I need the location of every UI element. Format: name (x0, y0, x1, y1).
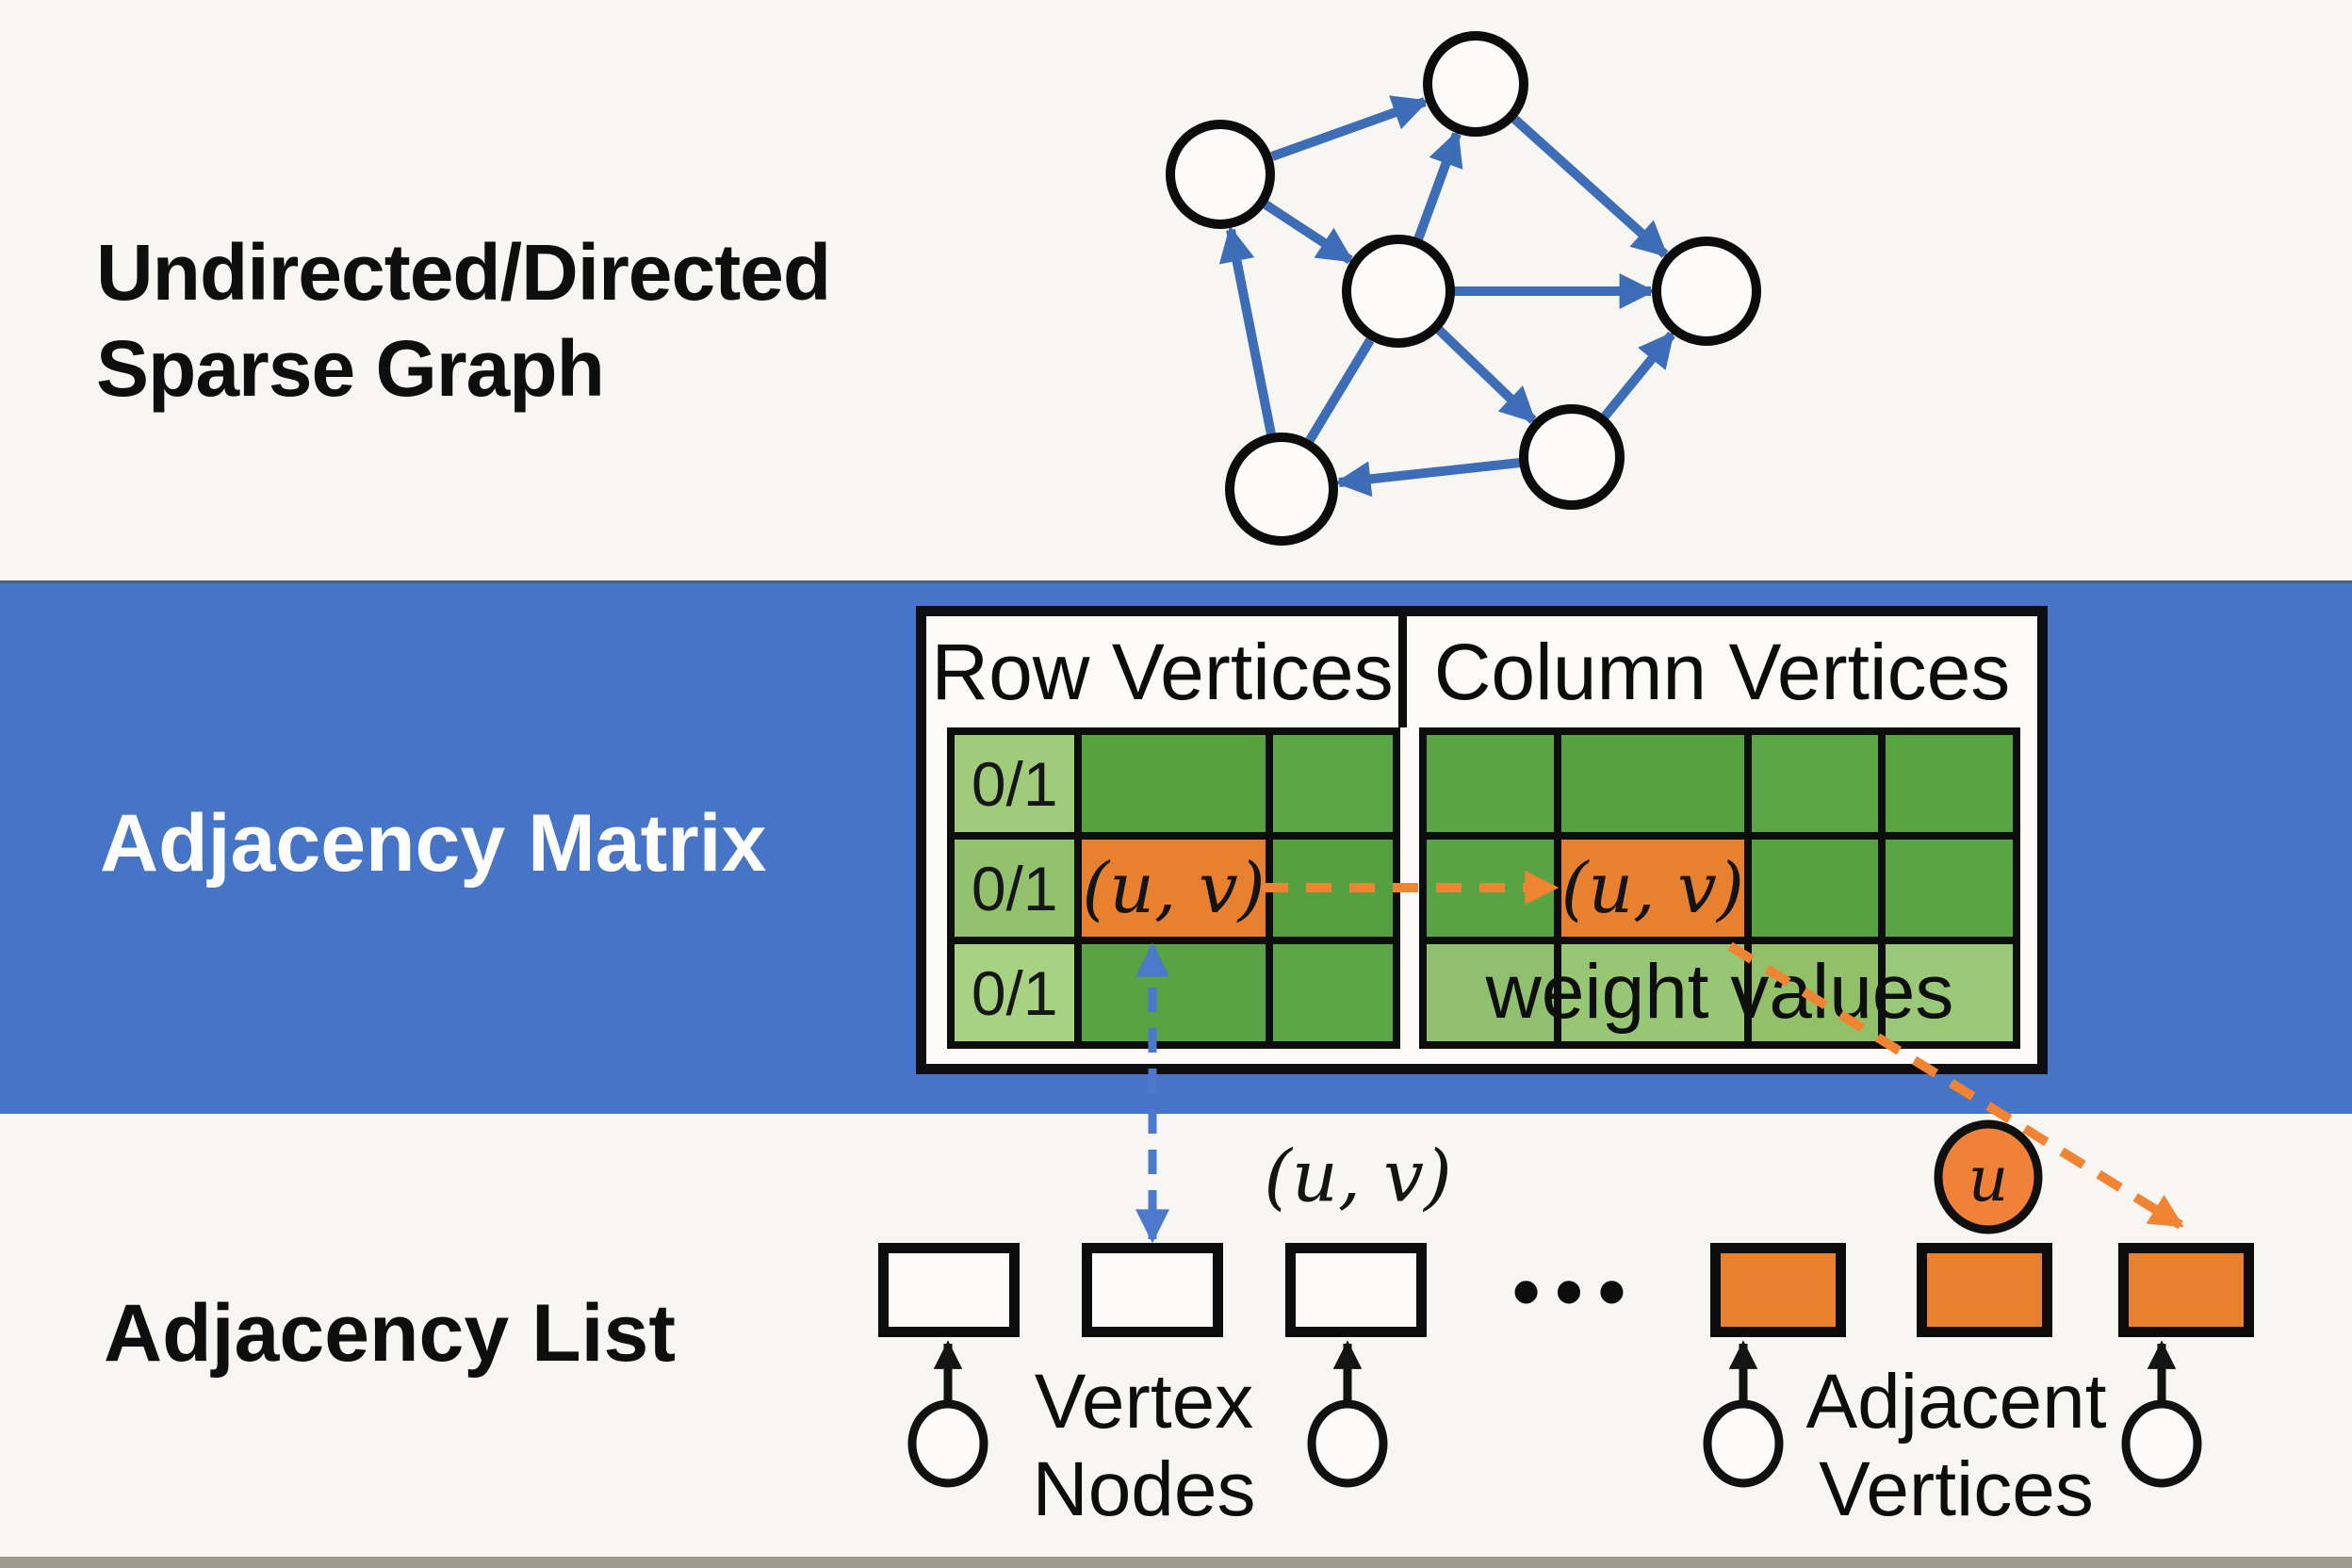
matrix-cell (1272, 735, 1393, 832)
matrix-cell (1886, 840, 2013, 937)
matrix-cell (1427, 840, 1554, 937)
graph-edge-arrow (1413, 129, 1463, 241)
matrix-cell-edge-uv-right: (u, v) (1560, 840, 1744, 937)
graph-node (1423, 31, 1528, 137)
matrix-cell (1751, 735, 1879, 832)
graph-edge-arrow (1270, 95, 1429, 161)
matrix-cell (1751, 840, 1879, 937)
matrix-cell-flag: 0/1 (955, 735, 1075, 832)
graph-node (1225, 433, 1338, 546)
vertex-node-box-2 (1082, 1243, 1223, 1337)
matrix-cell-weight (1427, 944, 1554, 1041)
matrix-cell-flag: 0/1 (955, 840, 1075, 937)
edge-uv-label: (u, v) (1264, 1134, 1452, 1218)
matrix-cell-flag: 0/1 (955, 944, 1075, 1041)
vertex-nodes-label: Vertex Nodes (1032, 1359, 1255, 1533)
graph-node (1166, 120, 1275, 229)
graph-edges (1218, 95, 1675, 498)
graph-edge-undirected (1305, 337, 1375, 443)
pointer-circle (907, 1399, 988, 1488)
adjacent-vertices-line-2: Vertices (1819, 1446, 2094, 1532)
matrix-cell (1082, 735, 1266, 832)
section-title-sparse-graph: Undirected/Directed Sparse Graph (96, 224, 831, 417)
adjacent-vertices-label: Adjacent Vertices (1805, 1359, 2106, 1533)
vertex-node-box-3 (1285, 1243, 1427, 1337)
vertex-nodes-line-2: Nodes (1032, 1446, 1256, 1532)
matrix-cell (1272, 944, 1393, 1041)
title-line-2: Sparse Graph (96, 324, 605, 414)
title-line-1: Undirected/Directed (96, 228, 831, 317)
graph-edge-arrow (1263, 200, 1354, 265)
graph-node (1519, 404, 1625, 510)
pointer-circle (1703, 1399, 1784, 1488)
matrix-header-divider (1398, 616, 1407, 727)
adjacent-vertices-line-1: Adjacent (1805, 1359, 2107, 1445)
matrix-cell (1082, 944, 1266, 1041)
pointer-circle (1307, 1399, 1388, 1488)
adjacency-matrix-table: Row Vertices Column Vertices 0/1 0/1 (u,… (916, 606, 2048, 1074)
u-vertex-label: u (1968, 1143, 2009, 1216)
vertex-nodes-line-1: Vertex (1034, 1359, 1254, 1445)
vertex-node-box-1 (878, 1243, 1020, 1337)
graph-node (1342, 235, 1455, 348)
matrix-cell (1886, 735, 2013, 832)
matrix-header-row-vertices: Row Vertices (931, 627, 1394, 716)
matrix-cell-weight (1560, 944, 1744, 1041)
matrix-cell (1272, 840, 1393, 937)
adjacent-vertex-box-1 (1710, 1243, 1846, 1337)
graph-edge-arrow (1435, 326, 1537, 424)
adjacent-vertex-box-3 (2118, 1243, 2254, 1337)
matrix-cell (1560, 735, 1744, 832)
graph-edge-arrow (1601, 331, 1675, 420)
graph-edge-arrow (1334, 458, 1521, 498)
pointer-circle (2121, 1399, 2202, 1488)
matrix-header-column-vertices: Column Vertices (1433, 627, 2011, 716)
adjacent-vertex-box-2 (1917, 1243, 2052, 1337)
row-vertices-grid: 0/1 0/1 (u, v) 0/1 (947, 727, 1400, 1049)
matrix-cell (1427, 735, 1554, 832)
matrix-cell-edge-uv-left: (u, v) (1082, 840, 1266, 937)
graph-nodes (1166, 31, 1761, 546)
ellipsis-dots: ••• (1511, 1247, 1642, 1335)
bottom-edge-strip (0, 1557, 2352, 1568)
section-title-adjacency-matrix: Adjacency Matrix (100, 798, 767, 889)
graph-node (1652, 237, 1761, 346)
weight-values-note: weight values (1485, 949, 1954, 1035)
graph-edge-arrow (1511, 115, 1669, 258)
graph-edge-arrow (1218, 225, 1276, 435)
section-title-adjacency-list: Adjacency List (104, 1288, 676, 1379)
u-vertex-circle (1934, 1119, 2043, 1234)
